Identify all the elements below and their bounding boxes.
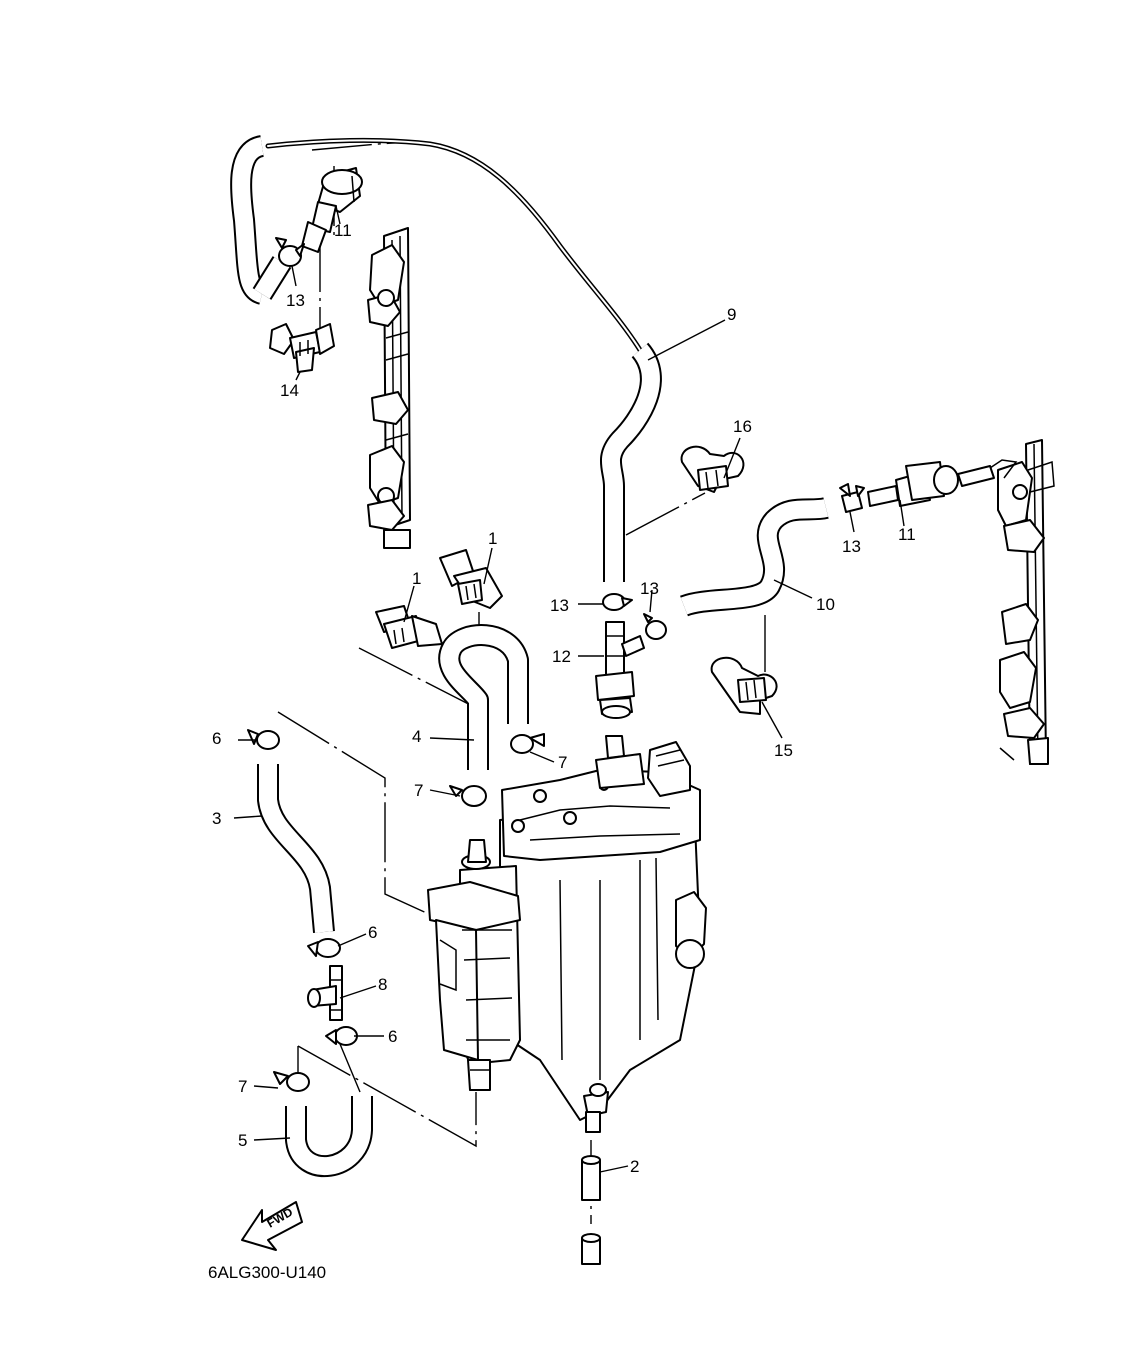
clamp-6-lower	[325, 1026, 358, 1046]
right-fuel-rail	[997, 439, 1055, 765]
callout-11-right: 11	[898, 525, 916, 544]
callout-6-lower: 6	[388, 1027, 397, 1046]
callout-13-center: 13	[550, 596, 569, 615]
hose-4	[438, 624, 529, 770]
callout-13-upper: 13	[286, 291, 305, 310]
joint-8	[307, 965, 343, 1021]
callout-6-upper: 6	[212, 729, 221, 748]
clamp-7-middle	[449, 785, 487, 807]
callout-13-side: 13	[640, 579, 659, 598]
fwd-arrow-icon: FWD	[241, 1201, 303, 1251]
clip-15	[710, 657, 778, 715]
callout-leaders	[233, 205, 905, 1173]
callout-15: 15	[774, 741, 793, 760]
clip-1-upper	[439, 549, 503, 609]
clamp-7-upper	[510, 733, 545, 754]
callout-8: 8	[378, 975, 387, 994]
clamp-6-middle	[307, 938, 341, 958]
hose-2	[581, 1155, 601, 1265]
callout-4: 4	[412, 727, 421, 746]
clamp-13-upper	[275, 237, 305, 267]
clip-16	[680, 445, 745, 493]
fitting-12	[595, 621, 645, 719]
callout-10: 10	[816, 595, 835, 614]
hose-3	[257, 764, 335, 933]
callout-6-middle: 6	[368, 923, 377, 942]
hose-9	[230, 135, 662, 582]
callout-2: 2	[630, 1157, 639, 1176]
callout-5: 5	[238, 1131, 247, 1150]
callout-1-upper: 1	[488, 529, 497, 548]
connector-11-right	[867, 459, 1018, 507]
callout-11-left: 11	[334, 221, 352, 240]
clamp-13-right	[839, 483, 865, 513]
callout-13-right: 13	[842, 537, 861, 556]
callout-numbers: 11 13 14 9 16 1 1 13 11 10 13 13 12 15 4…	[212, 221, 916, 1176]
callout-9: 9	[727, 305, 736, 324]
hose-5	[285, 1096, 373, 1178]
callout-12: 12	[552, 647, 571, 666]
diagram-code: 6ALG300-U140	[208, 1263, 326, 1282]
callout-1-lower: 1	[412, 569, 421, 588]
connector-11-left	[301, 167, 363, 253]
vapor-separator-assembly	[427, 735, 707, 1133]
clamp-13-center	[602, 593, 633, 611]
callout-3: 3	[212, 809, 221, 828]
callout-14: 14	[280, 381, 299, 400]
callout-7-upper: 7	[558, 753, 567, 772]
callout-16: 16	[733, 417, 752, 436]
callout-7-middle: 7	[414, 781, 423, 800]
clip-1-lower	[375, 605, 443, 649]
callout-7-lower: 7	[238, 1077, 247, 1096]
clamp-13-side	[643, 613, 667, 640]
clip-14	[269, 323, 335, 373]
hose-10	[680, 497, 829, 617]
clamp-7-lower	[273, 1071, 310, 1092]
left-fuel-rail	[367, 227, 411, 549]
